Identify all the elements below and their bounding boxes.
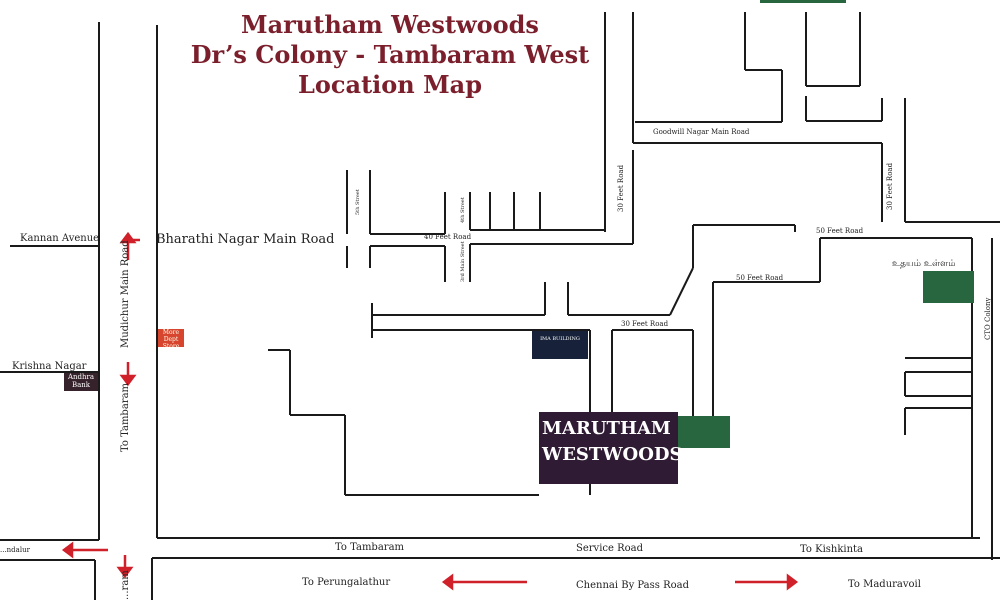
road-label-to-perungalathur: To Perungalathur (302, 577, 391, 588)
green-marker-top (760, 0, 846, 3)
road-label-street-a: 5th Street (355, 189, 361, 215)
road-label-street-b: 4th Street (460, 197, 466, 223)
landmark-ima-building: IMA BUILDING (532, 331, 588, 359)
road-label-bottom-left-vertical: ...ram (120, 570, 131, 600)
landmark-tamil-label: உதயம் உள்ளம் (892, 259, 956, 269)
road-label-madichur: Mudichur Main Road (120, 240, 131, 348)
road-label-30-feet-a: 30 Feet Road (617, 164, 625, 212)
property-name-line2: WESTWOODS (542, 444, 683, 465)
road-label-50-feet-b: 50 Feet Road (736, 274, 784, 282)
road-label-to-tambaram-left: To Tambaram (120, 382, 131, 452)
road-label-service: Service Road (576, 543, 644, 554)
landmark-more-store: More Dept Store (158, 329, 184, 350)
map-title-line2: Dr’s Colony - Tambaram West (190, 40, 590, 69)
property-name-line1: MARUTHAM (542, 418, 671, 439)
road-label-30-feet-c: 30 Feet Road (621, 320, 669, 328)
map-title-line1: Marutham Westwoods (241, 10, 539, 39)
road-label-kannan: Kannan Avenue (20, 233, 100, 244)
road-label-to-tambaram-bottom: To Tambaram (335, 542, 405, 553)
road-label-krishna: Krishna Nagar (12, 361, 87, 372)
road-label-40-feet: 40 Feet Road (424, 233, 472, 241)
road-label-50-feet-a: 50 Feet Road (816, 227, 864, 235)
road-label-goodwill: Goodwill Nagar Main Road (653, 128, 750, 136)
property-marutham-westwoods: MARUTHAM WESTWOODS (539, 412, 683, 484)
road-label-to-kishkinta: To Kishkinta (800, 544, 864, 555)
road-label-to-maduravoil: To Maduravoil (848, 579, 921, 590)
road-label-left-edge: ...ndalur (0, 546, 30, 554)
road-label-bypass: Chennai By Pass Road (576, 580, 690, 591)
road-label-30-feet-b: 30 Feet Road (886, 162, 894, 210)
road-label-bharathi: Bharathi Nagar Main Road (156, 232, 335, 247)
road-lines (0, 12, 1000, 600)
green-marker-right (923, 271, 974, 303)
road-label-street-c: 3rd Main Street (460, 241, 466, 282)
map-title-line3: Location Map (298, 70, 482, 99)
landmark-andhra-bank: Andhra Bank (64, 373, 98, 391)
road-label-cto: CTO Colony (984, 297, 992, 340)
direction-arrows (61, 231, 799, 591)
green-marker-property (676, 416, 730, 448)
